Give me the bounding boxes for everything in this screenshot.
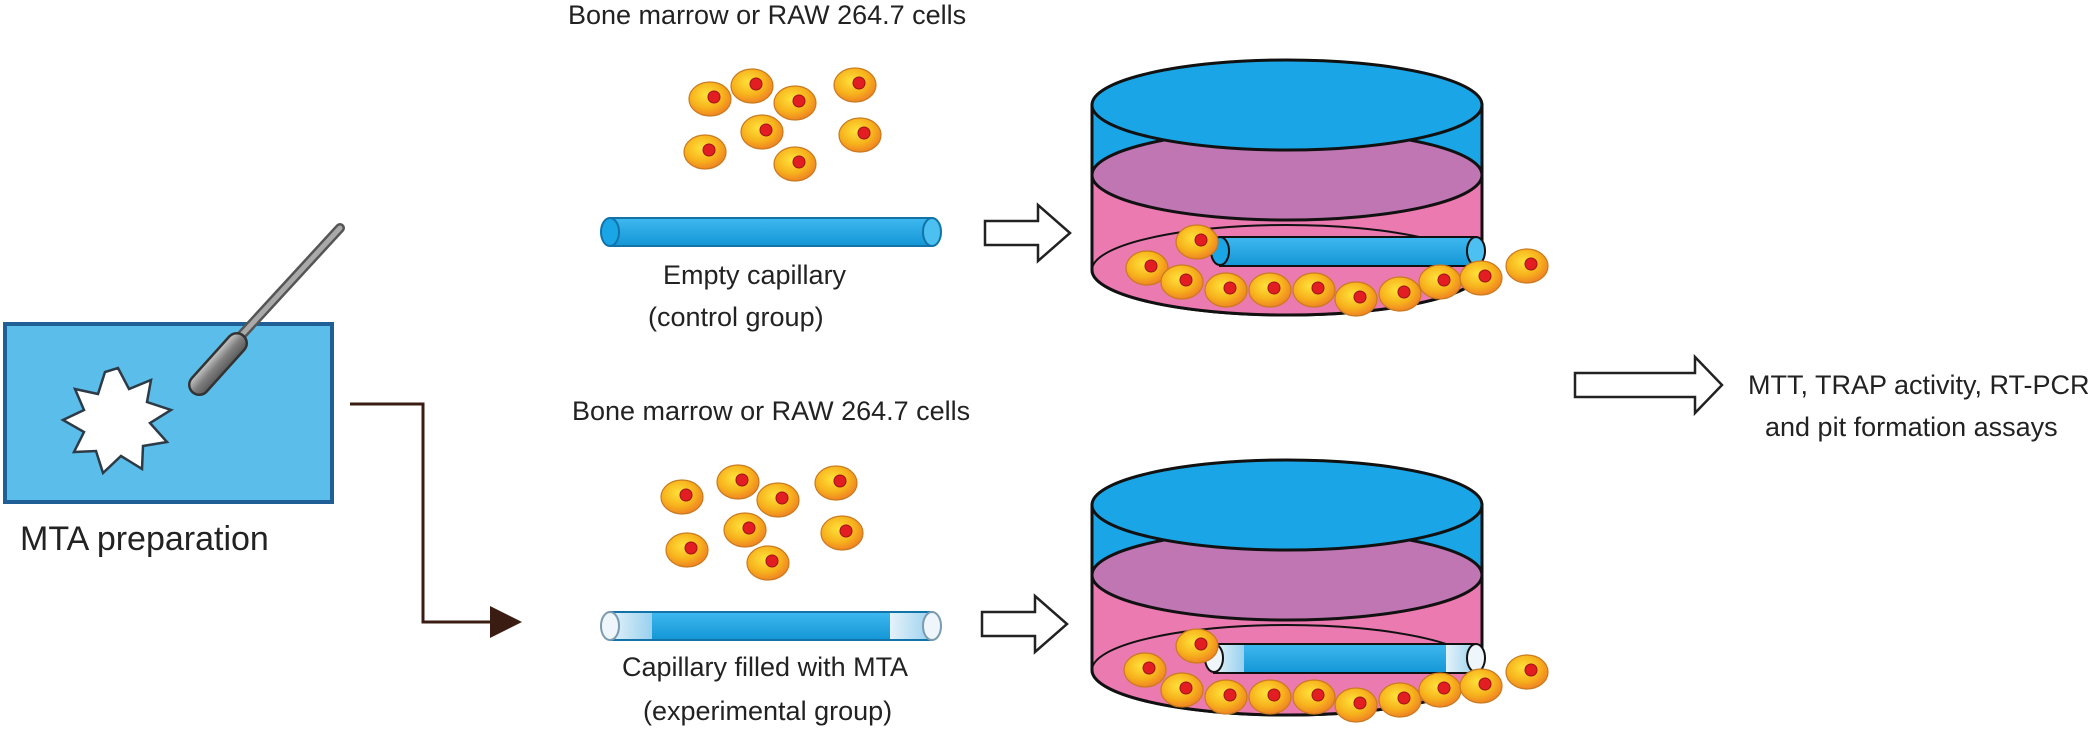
- bottom-cells-label: Bone marrow or RAW 264.7 cells: [572, 396, 970, 426]
- bottom-culture-dish: [1090, 458, 1549, 723]
- mta-powder-star-icon: [60, 366, 174, 476]
- cell: [1123, 652, 1167, 688]
- cell: [814, 465, 858, 501]
- dish-mta-capillary: [1204, 643, 1486, 674]
- cell: [838, 117, 882, 153]
- empty-capillary: [600, 217, 942, 247]
- outcome-arrow-icon: [1573, 353, 1724, 417]
- cell: [740, 114, 784, 150]
- mta-preparation-block: MTA preparation: [3, 223, 345, 558]
- top-capillary-label-line2: (control group): [648, 302, 824, 332]
- outcome-label-line2: and pit formation assays: [1765, 412, 2058, 442]
- cell: [1160, 264, 1204, 300]
- cell: [1459, 260, 1503, 296]
- connector-arrowhead-icon: [490, 606, 522, 638]
- cell: [1292, 679, 1336, 715]
- spatula-icon: [188, 223, 345, 397]
- cell: [746, 545, 790, 581]
- cell: [1248, 272, 1292, 308]
- outcome-label-line1: MTT, TRAP activity, RT-PCR: [1748, 370, 2090, 400]
- cell: [1292, 272, 1336, 308]
- cell: [1204, 679, 1248, 715]
- cell: [1248, 679, 1292, 715]
- cell: [665, 532, 709, 568]
- cell: [1334, 687, 1378, 723]
- outcome-block: MTT, TRAP activity, RT-PCR and pit forma…: [1573, 353, 2090, 442]
- cell: [1334, 281, 1378, 317]
- cell: [833, 67, 877, 103]
- cell: [1505, 248, 1549, 284]
- dish-capillary: [1210, 236, 1486, 267]
- experimental-row: Bone marrow or RAW 264.7 cells Capillary…: [572, 396, 1549, 726]
- cell: [1175, 628, 1219, 664]
- cell: [1418, 672, 1462, 708]
- cell: [1160, 672, 1204, 708]
- cell: [688, 81, 732, 117]
- cell: [716, 464, 760, 500]
- top-culture-dish: [1090, 58, 1549, 317]
- cell: [1505, 654, 1549, 690]
- mta-to-capillary-connector: [350, 402, 522, 638]
- cell: [1459, 668, 1503, 704]
- mta-filled-capillary: [600, 611, 942, 641]
- cell: [1204, 272, 1248, 308]
- cell: [730, 68, 774, 104]
- cell: [723, 512, 767, 548]
- bottom-capillary-label-line1: Capillary filled with MTA: [622, 652, 908, 682]
- cell: [773, 85, 817, 121]
- cell: [1175, 224, 1219, 260]
- top-cells-label: Bone marrow or RAW 264.7 cells: [568, 0, 966, 30]
- cell: [1378, 276, 1422, 312]
- top-transfer-arrow-icon: [983, 202, 1072, 264]
- cell: [1418, 264, 1462, 300]
- cell: [756, 482, 800, 518]
- cell: [820, 515, 864, 551]
- mta-preparation-label: MTA preparation: [20, 520, 269, 558]
- bottom-transfer-arrow-icon: [980, 593, 1069, 655]
- cell: [1378, 682, 1422, 718]
- cell: [773, 146, 817, 182]
- top-capillary-label-line1: Empty capillary: [663, 260, 847, 290]
- cell: [660, 479, 704, 515]
- control-row: Bone marrow or RAW 264.7 cells Empty cap…: [568, 0, 1549, 332]
- bottom-cell-cluster: [660, 464, 864, 581]
- bottom-capillary-label-line2: (experimental group): [643, 696, 892, 726]
- cell: [683, 134, 727, 170]
- top-cell-cluster: [683, 67, 882, 182]
